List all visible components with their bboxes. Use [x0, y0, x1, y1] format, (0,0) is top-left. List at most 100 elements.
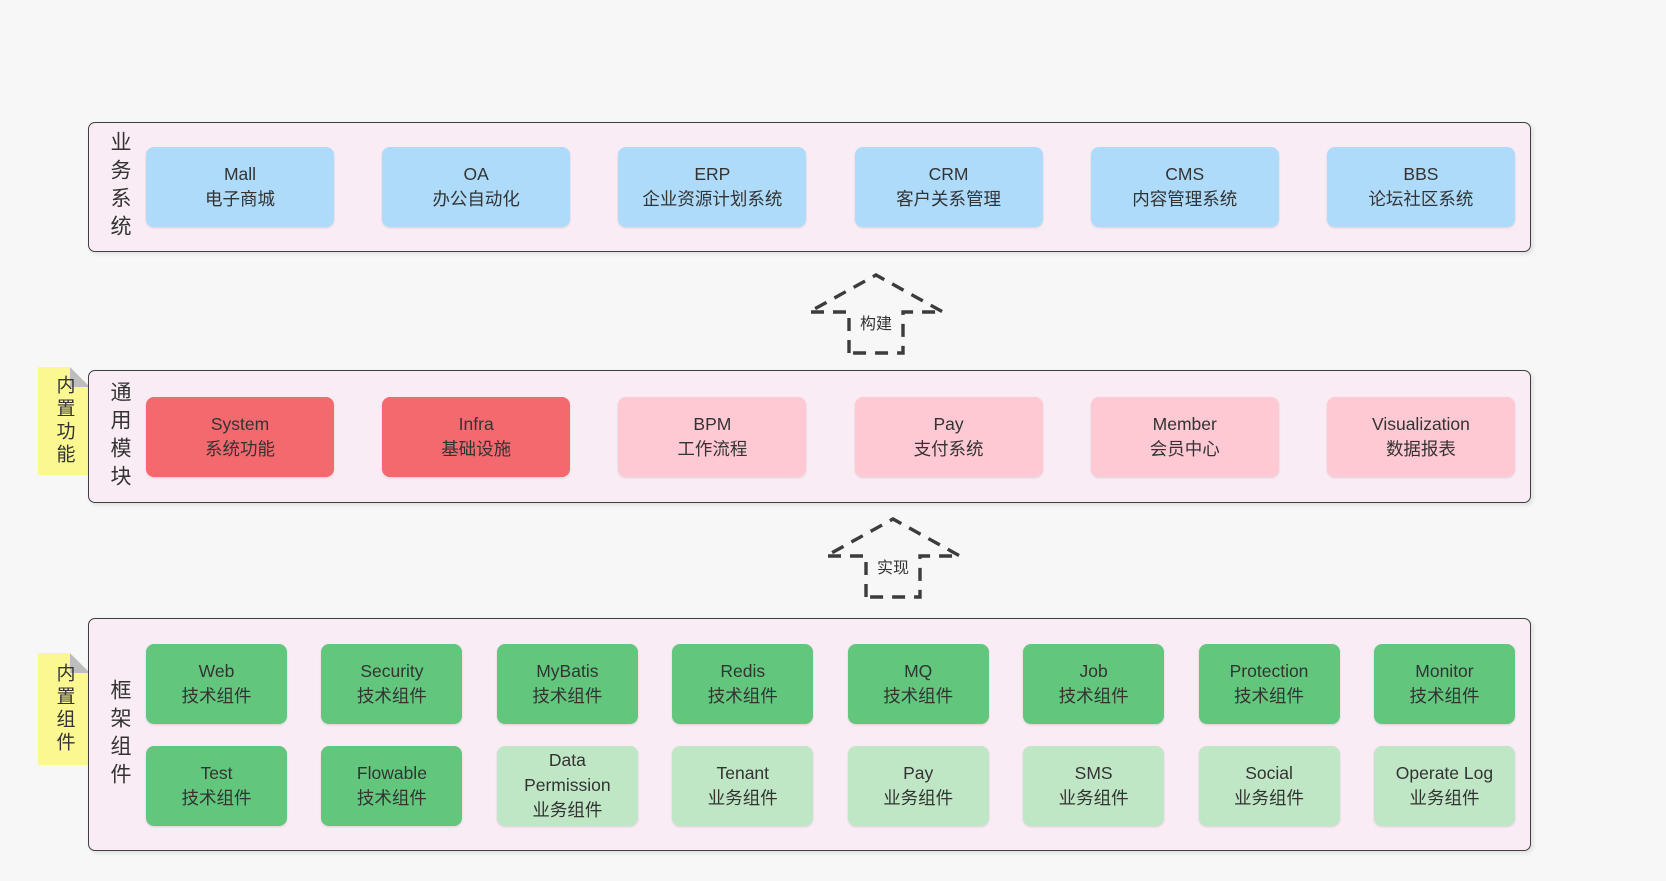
box-title: System	[210, 413, 270, 434]
box-title: MyBatis	[536, 660, 599, 681]
box-title: BPM	[693, 413, 732, 434]
band-common-modules: 通用模块 System 系统功能 Infra 基础设施 BPM 工作流程 Pay 支付系统 Me…	[88, 370, 1531, 503]
box-mybatis: MyBatis 技术组件	[496, 643, 638, 724]
component-row: System 系统功能 Infra 基础设施 BPM 工作流程 Pay 支付系统 Member 会…	[146, 396, 1515, 477]
box-web: Web 技术组件	[146, 643, 287, 724]
box-subtitle: 系统功能	[205, 438, 275, 459]
box-title: MQ	[904, 660, 933, 681]
box-subtitle: 工作流程	[677, 438, 748, 459]
box-security: Security 技术组件	[321, 643, 463, 724]
box-subtitle: 技术组件	[1058, 685, 1129, 706]
box-subtitle: 技术组件	[883, 685, 954, 706]
box-subtitle: 基础设施	[441, 438, 512, 459]
box-subtitle: 技术组件	[1234, 685, 1305, 706]
box-subtitle: 业务组件	[1234, 787, 1305, 808]
box-title: BBS	[1403, 164, 1439, 184]
box-title: Flowable	[356, 762, 427, 783]
box-bpm: BPM 工作流程	[618, 396, 807, 477]
box-bbs: BBS 论坛社区系统	[1326, 147, 1515, 227]
box-visualization: Visualization 数据报表	[1326, 396, 1515, 477]
component-row: Test 技术组件 Flowable 技术组件 Data Permission 业务组件 T…	[146, 745, 1515, 826]
box-subtitle: 技术组件	[356, 787, 427, 808]
box-flowable: Flowable 技术组件	[321, 745, 463, 826]
band-content: System 系统功能 Infra 基础设施 BPM 工作流程 Pay 支付系统 Member 会…	[146, 371, 1515, 502]
box-member: Member 会员中心	[1090, 396, 1279, 477]
box-subtitle: 业务组件	[883, 787, 954, 808]
box-operate-log: Operate Log 业务组件	[1373, 745, 1515, 826]
sticky-label: 内置功能	[53, 375, 75, 467]
box-subtitle: 技术组件	[356, 685, 427, 706]
box-system: System 系统功能	[146, 396, 334, 477]
box-title: Social	[1245, 762, 1293, 783]
box-subtitle: 内容管理系统	[1132, 189, 1238, 209]
sticky-label: 内置组件	[53, 663, 75, 755]
box-title: Test	[200, 762, 233, 783]
box-subtitle: 技术组件	[181, 787, 252, 808]
arrow-label-implement: 实现	[876, 560, 910, 577]
box-data-permission: Data Permission 业务组件	[496, 745, 638, 826]
box-pay: Pay 业务组件	[847, 745, 989, 826]
box-title: Data Permission	[524, 750, 611, 795]
box-subtitle: 技术组件	[181, 685, 252, 706]
band-label-framework-components: 框架组件	[108, 678, 131, 791]
dashed-up-arrow-icon	[808, 273, 944, 355]
box-title: Job	[1079, 660, 1108, 681]
box-title: Web	[198, 660, 235, 681]
box-social: Social 业务组件	[1198, 745, 1340, 826]
band-label-common-modules: 通用模块	[108, 380, 131, 493]
box-subtitle: 会员中心	[1149, 438, 1220, 459]
box-subtitle: 业务组件	[532, 800, 603, 820]
arrow-implement: 实现	[818, 516, 968, 600]
box-redis: Redis 技术组件	[672, 643, 814, 724]
box-title: OA	[463, 164, 489, 184]
box-title: Infra	[458, 413, 494, 434]
box-title: Mall	[223, 164, 257, 184]
box-cms: CMS 内容管理系统	[1090, 147, 1279, 227]
box-subtitle: 业务组件	[707, 787, 778, 808]
arrow-label-build: 构建	[859, 316, 893, 333]
box-subtitle: 技术组件	[707, 685, 778, 706]
box-subtitle: 业务组件	[1409, 787, 1480, 808]
box-pay: Pay 支付系统	[854, 396, 1043, 477]
band-label-business-systems: 业务系统	[108, 131, 131, 243]
box-job: Job 技术组件	[1023, 643, 1165, 724]
box-title: Redis	[720, 660, 766, 681]
box-title: Operate Log	[1395, 762, 1494, 783]
box-subtitle: 论坛社区系统	[1368, 189, 1474, 209]
box-monitor: Monitor 技术组件	[1373, 643, 1515, 724]
box-subtitle: 企业资源计划系统	[642, 189, 783, 209]
box-subtitle: 客户关系管理	[896, 189, 1002, 209]
box-title: ERP	[694, 164, 731, 184]
dashed-up-arrow-icon	[825, 517, 961, 599]
sticky-note-builtin-components: 内置组件	[38, 653, 90, 765]
box-subtitle: 技术组件	[532, 685, 603, 706]
box-title: Pay	[933, 413, 964, 434]
box-title: Monitor	[1415, 660, 1474, 681]
box-subtitle: 数据报表	[1385, 438, 1456, 459]
box-title: Visualization	[1371, 413, 1470, 434]
box-subtitle: 业务组件	[1058, 787, 1129, 808]
box-subtitle: 支付系统	[913, 438, 984, 459]
box-title: Tenant	[716, 762, 770, 783]
box-title: Member	[1152, 413, 1217, 434]
box-title: CMS	[1165, 164, 1205, 184]
box-subtitle: 技术组件	[1409, 685, 1480, 706]
box-title: Pay	[903, 762, 934, 783]
box-erp: ERP 企业资源计划系统	[618, 147, 807, 227]
box-title: Security	[360, 660, 424, 681]
sticky-note-builtin-features: 内置功能	[38, 367, 90, 475]
arrow-build: 构建	[801, 272, 951, 356]
box-mq: MQ 技术组件	[847, 643, 989, 724]
